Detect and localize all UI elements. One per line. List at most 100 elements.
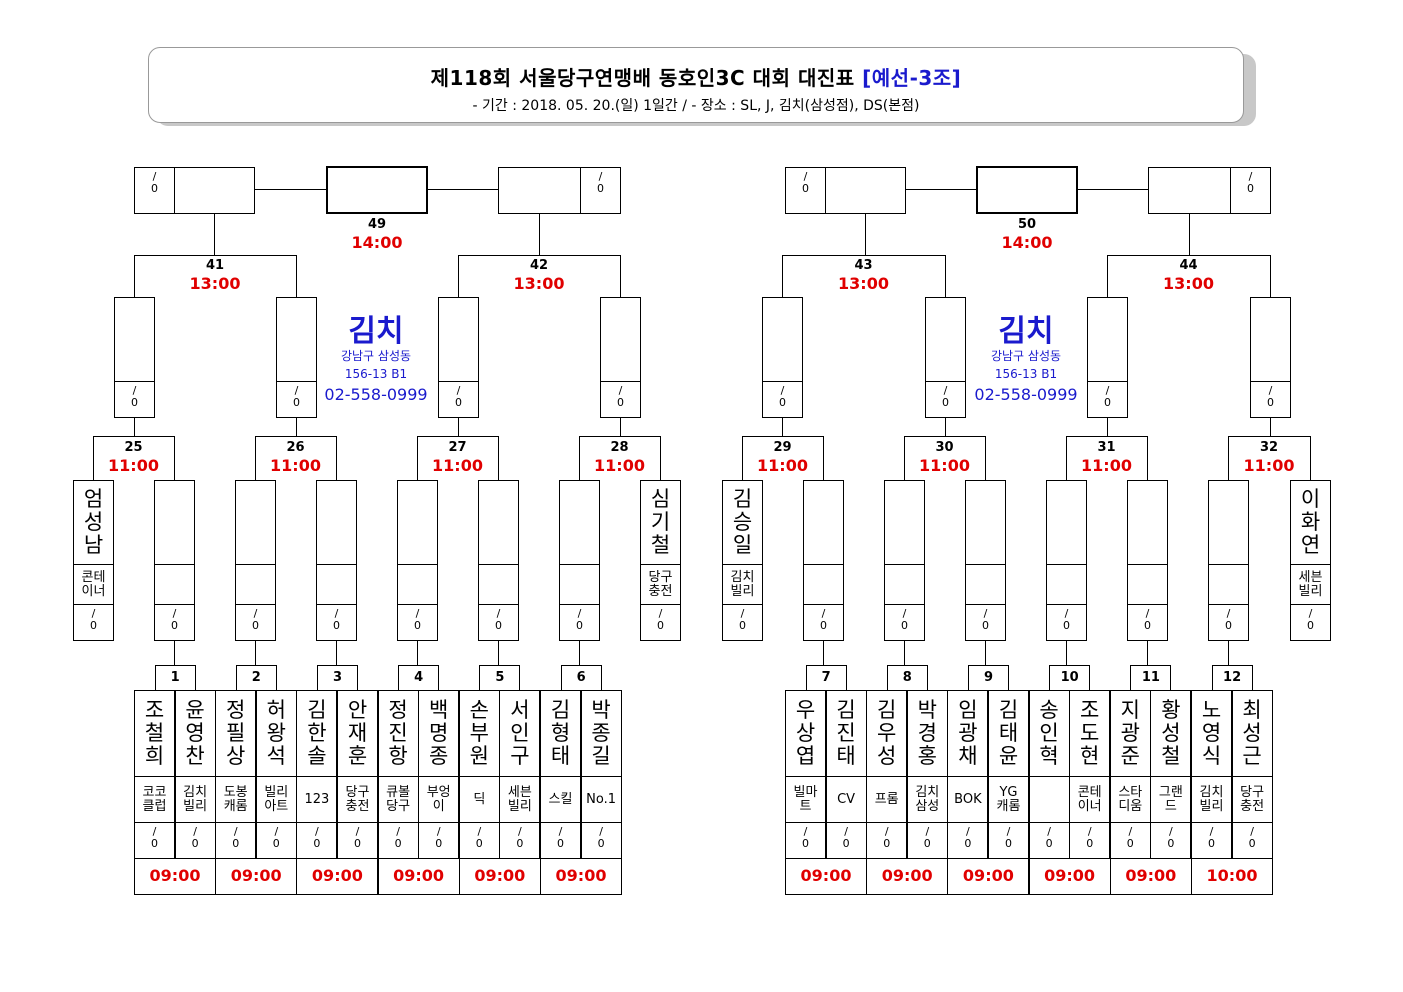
bracket-line	[782, 255, 783, 298]
feed-line	[498, 640, 499, 666]
slot-club	[1046, 564, 1087, 605]
score-cell[interactable]: / 0	[114, 381, 155, 418]
score-cell[interactable]: / 0	[499, 822, 541, 859]
player-club: 그랜 드	[1150, 776, 1192, 823]
venue-name: 김치	[998, 314, 1054, 349]
score-cell[interactable]: / 0	[1087, 381, 1128, 418]
player-club: 스킬	[540, 776, 581, 823]
score-cell[interactable]: / 0	[1150, 822, 1192, 859]
score-cell[interactable]: / 0	[785, 822, 826, 859]
player-club: 김치 빌리	[174, 776, 216, 823]
score-cell[interactable]: / 0	[337, 822, 378, 859]
score-cell[interactable]: / 0	[1028, 822, 1070, 859]
score-cell[interactable]: / 0	[377, 822, 419, 859]
player-club: 부엉 이	[418, 776, 460, 823]
score-cell[interactable]: / 0	[478, 604, 519, 641]
feed-line	[985, 640, 986, 666]
score-cell[interactable]: / 0	[1208, 604, 1249, 641]
match-time: 14:00	[351, 233, 403, 252]
match-time: 13:00	[513, 274, 565, 293]
score-cell[interactable]: / 0	[866, 822, 908, 859]
score-cell[interactable]: / 0	[154, 604, 195, 641]
match-time: 11:00	[1243, 456, 1295, 475]
score-cell[interactable]: / 0	[580, 167, 621, 214]
score-cell[interactable]: / 0	[988, 822, 1029, 859]
score-cell[interactable]: / 0	[722, 604, 763, 641]
score-cell[interactable]: / 0	[1230, 167, 1271, 214]
score-cell[interactable]: / 0	[276, 381, 317, 418]
score-cell[interactable]: / 0	[1109, 822, 1151, 859]
player-club: 김치 삼성	[906, 776, 948, 823]
score-cell[interactable]: / 0	[1127, 604, 1168, 641]
feed-line	[579, 640, 580, 666]
feed-line	[1228, 640, 1229, 666]
player-club: 스타 디움	[1109, 776, 1151, 823]
score-cell[interactable]: / 0	[803, 604, 844, 641]
score-cell[interactable]: / 0	[397, 604, 438, 641]
match-number: 50	[1017, 217, 1037, 232]
score-cell[interactable]: / 0	[1290, 604, 1331, 641]
score-cell[interactable]: / 0	[134, 822, 175, 859]
slot-name	[825, 167, 906, 214]
bracket-line	[945, 255, 946, 298]
score-cell[interactable]: / 0	[640, 604, 681, 641]
score-cell[interactable]: / 0	[580, 822, 622, 859]
winner-box	[326, 166, 428, 214]
bracket-line	[865, 214, 866, 256]
score-cell[interactable]: / 0	[134, 167, 175, 214]
bracket-line	[296, 255, 297, 298]
match-time: 11:00	[432, 456, 483, 475]
score-cell[interactable]: / 0	[825, 822, 867, 859]
score-cell[interactable]: / 0	[215, 822, 257, 859]
match-time: 11:00	[108, 456, 159, 475]
score-cell[interactable]: / 0	[1231, 822, 1273, 859]
slot-club	[235, 564, 276, 605]
feed-line	[782, 417, 783, 437]
match-time: 13:00	[838, 274, 889, 293]
score-cell[interactable]: / 0	[884, 604, 925, 641]
slot-name	[762, 297, 803, 382]
score-cell[interactable]: / 0	[235, 604, 276, 641]
score-cell[interactable]: / 0	[1250, 381, 1291, 418]
bracket-line	[1270, 255, 1271, 298]
score-cell[interactable]: / 0	[174, 822, 216, 859]
score-cell[interactable]: / 0	[418, 822, 460, 859]
match-time: 09:00	[296, 858, 379, 895]
feed-line	[336, 640, 337, 666]
feed-line	[417, 640, 418, 666]
score-cell[interactable]: / 0	[785, 167, 826, 214]
score-cell[interactable]: / 0	[255, 822, 297, 859]
score-cell[interactable]: / 0	[296, 822, 338, 859]
score-cell[interactable]: / 0	[600, 381, 641, 418]
match-number: 11	[1130, 665, 1172, 691]
bracket-line	[579, 436, 580, 481]
score-cell[interactable]: / 0	[762, 381, 803, 418]
match-time: 09:00	[947, 858, 1030, 895]
score-cell[interactable]: / 0	[965, 604, 1006, 641]
match-time: 09:00	[377, 858, 460, 895]
score-cell[interactable]: / 0	[1046, 604, 1087, 641]
player-club: 코코 클럽	[134, 776, 175, 823]
slot-club	[316, 564, 357, 605]
slot-club: 세븐 빌리	[1290, 564, 1331, 605]
slot-name	[600, 297, 641, 382]
score-cell[interactable]: / 0	[559, 604, 600, 641]
slot-club	[803, 564, 844, 605]
score-cell[interactable]: / 0	[540, 822, 581, 859]
score-cell[interactable]: / 0	[1069, 822, 1111, 859]
bracket-line	[539, 214, 540, 256]
score-cell[interactable]: / 0	[947, 822, 989, 859]
score-cell[interactable]: / 0	[458, 822, 500, 859]
score-cell[interactable]: / 0	[316, 604, 357, 641]
slot-name	[316, 480, 357, 565]
score-cell[interactable]: / 0	[73, 604, 114, 641]
match-number: 41	[205, 258, 225, 273]
score-cell[interactable]: / 0	[906, 822, 948, 859]
score-cell[interactable]: / 0	[1191, 822, 1232, 859]
